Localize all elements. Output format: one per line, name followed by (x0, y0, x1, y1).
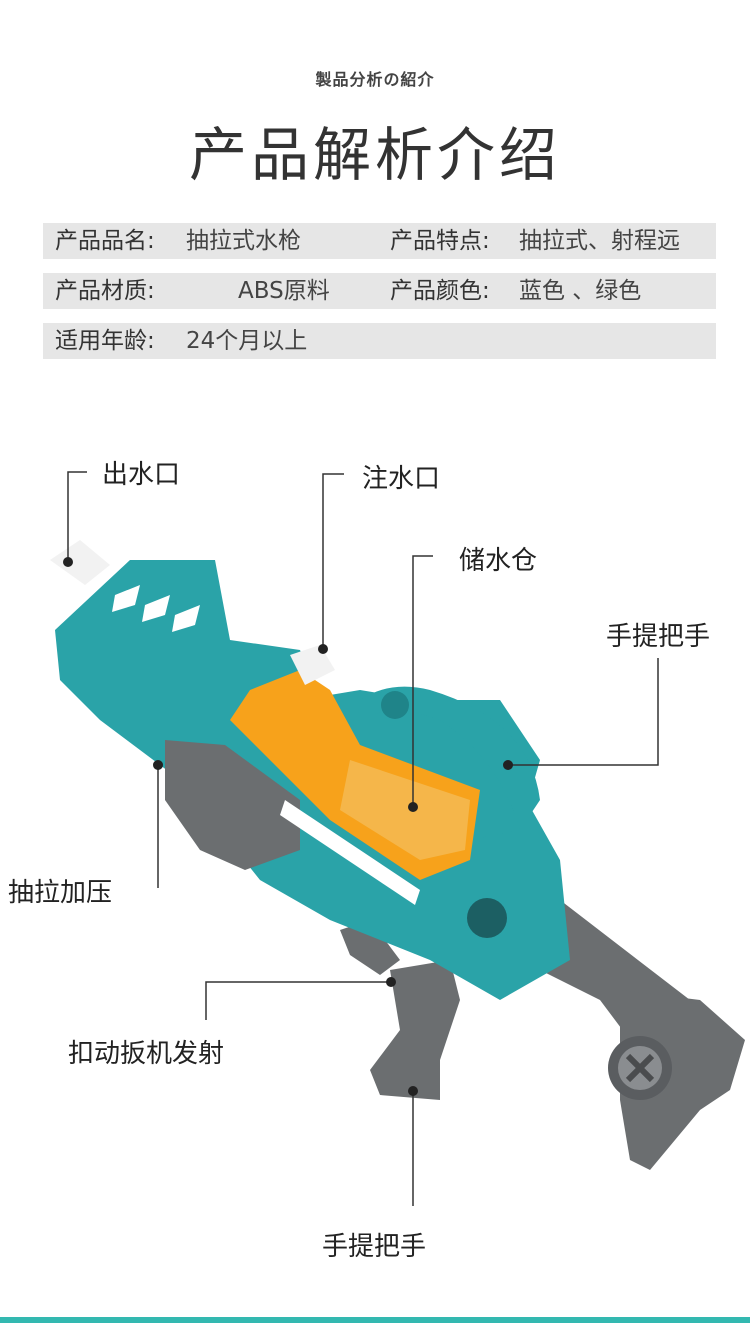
spec-row-2: 产品材质: ABS原料 产品颜色: 蓝色 、绿色 (43, 273, 716, 309)
leader-lines (67, 471, 659, 1206)
leader-outlet (67, 471, 87, 560)
leader-handle-right (508, 658, 659, 766)
spec-row-1: 产品品名: 抽拉式水枪 产品特点: 抽拉式、射程远 (43, 223, 716, 259)
spec-label-features: 产品特点: (390, 228, 490, 254)
leader-tank (412, 555, 433, 805)
spec-label-age: 适用年龄: (55, 328, 155, 354)
spec-value-color: 蓝色 、绿色 (519, 278, 642, 304)
spec-value-material: ABS原料 (238, 278, 330, 304)
spec-label-material: 产品材质: (55, 278, 155, 304)
callout-pump: 抽拉加压 (8, 878, 113, 908)
water-gun-image (50, 540, 745, 1170)
callout-outlet: 出水口 (102, 460, 181, 490)
spec-label-color: 产品颜色: (390, 278, 490, 304)
spec-label-name: 产品品名: (55, 228, 155, 254)
spec-value-features: 抽拉式、射程远 (519, 228, 680, 254)
callout-fill-port: 注水口 (362, 464, 441, 494)
callout-handle-bottom: 手提把手 (322, 1232, 427, 1262)
spec-value-age: 24个月以上 (186, 328, 308, 354)
callout-tank: 储水仓 (459, 546, 538, 576)
bottom-accent-bar (0, 1317, 750, 1323)
leader-fill-port (322, 473, 344, 647)
leader-dots (63, 557, 513, 1096)
spec-value-name: 抽拉式水枪 (186, 228, 301, 254)
page-subtitle: 製品分析の紹介 (315, 70, 435, 89)
callout-trigger: 扣动扳机发射 (68, 1039, 225, 1069)
page-title: 产品解析介绍 (188, 121, 561, 189)
leader-trigger (205, 981, 391, 1020)
callout-handle-right: 手提把手 (606, 622, 711, 652)
spec-row-3: 适用年龄: 24个月以上 (43, 323, 716, 359)
